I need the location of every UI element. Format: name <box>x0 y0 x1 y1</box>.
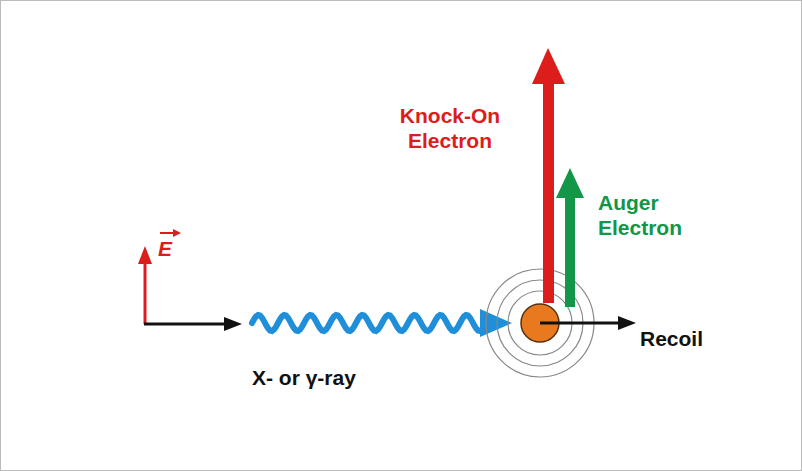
propagation-head <box>224 317 242 331</box>
knock-on-head <box>532 48 565 84</box>
recoil-label: Recoil <box>640 326 740 351</box>
auger-arrow <box>565 195 575 307</box>
auger-label: Auger Electron <box>598 190 738 240</box>
propagation-vector <box>144 323 226 326</box>
recoil-head <box>618 316 636 330</box>
knock-on-label: Knock-On Electron <box>386 103 514 153</box>
auger-head <box>556 168 584 198</box>
photon-head <box>480 309 512 337</box>
photon-label: X- or γ-ray <box>252 365 422 390</box>
field-vector-head <box>138 246 152 264</box>
vector-sign-head <box>173 229 181 237</box>
recoil-vector <box>540 322 620 325</box>
field-vector <box>144 262 147 324</box>
knock-on-arrow <box>543 80 554 303</box>
photon-wave <box>252 315 482 331</box>
field-symbol: E <box>158 236 198 261</box>
